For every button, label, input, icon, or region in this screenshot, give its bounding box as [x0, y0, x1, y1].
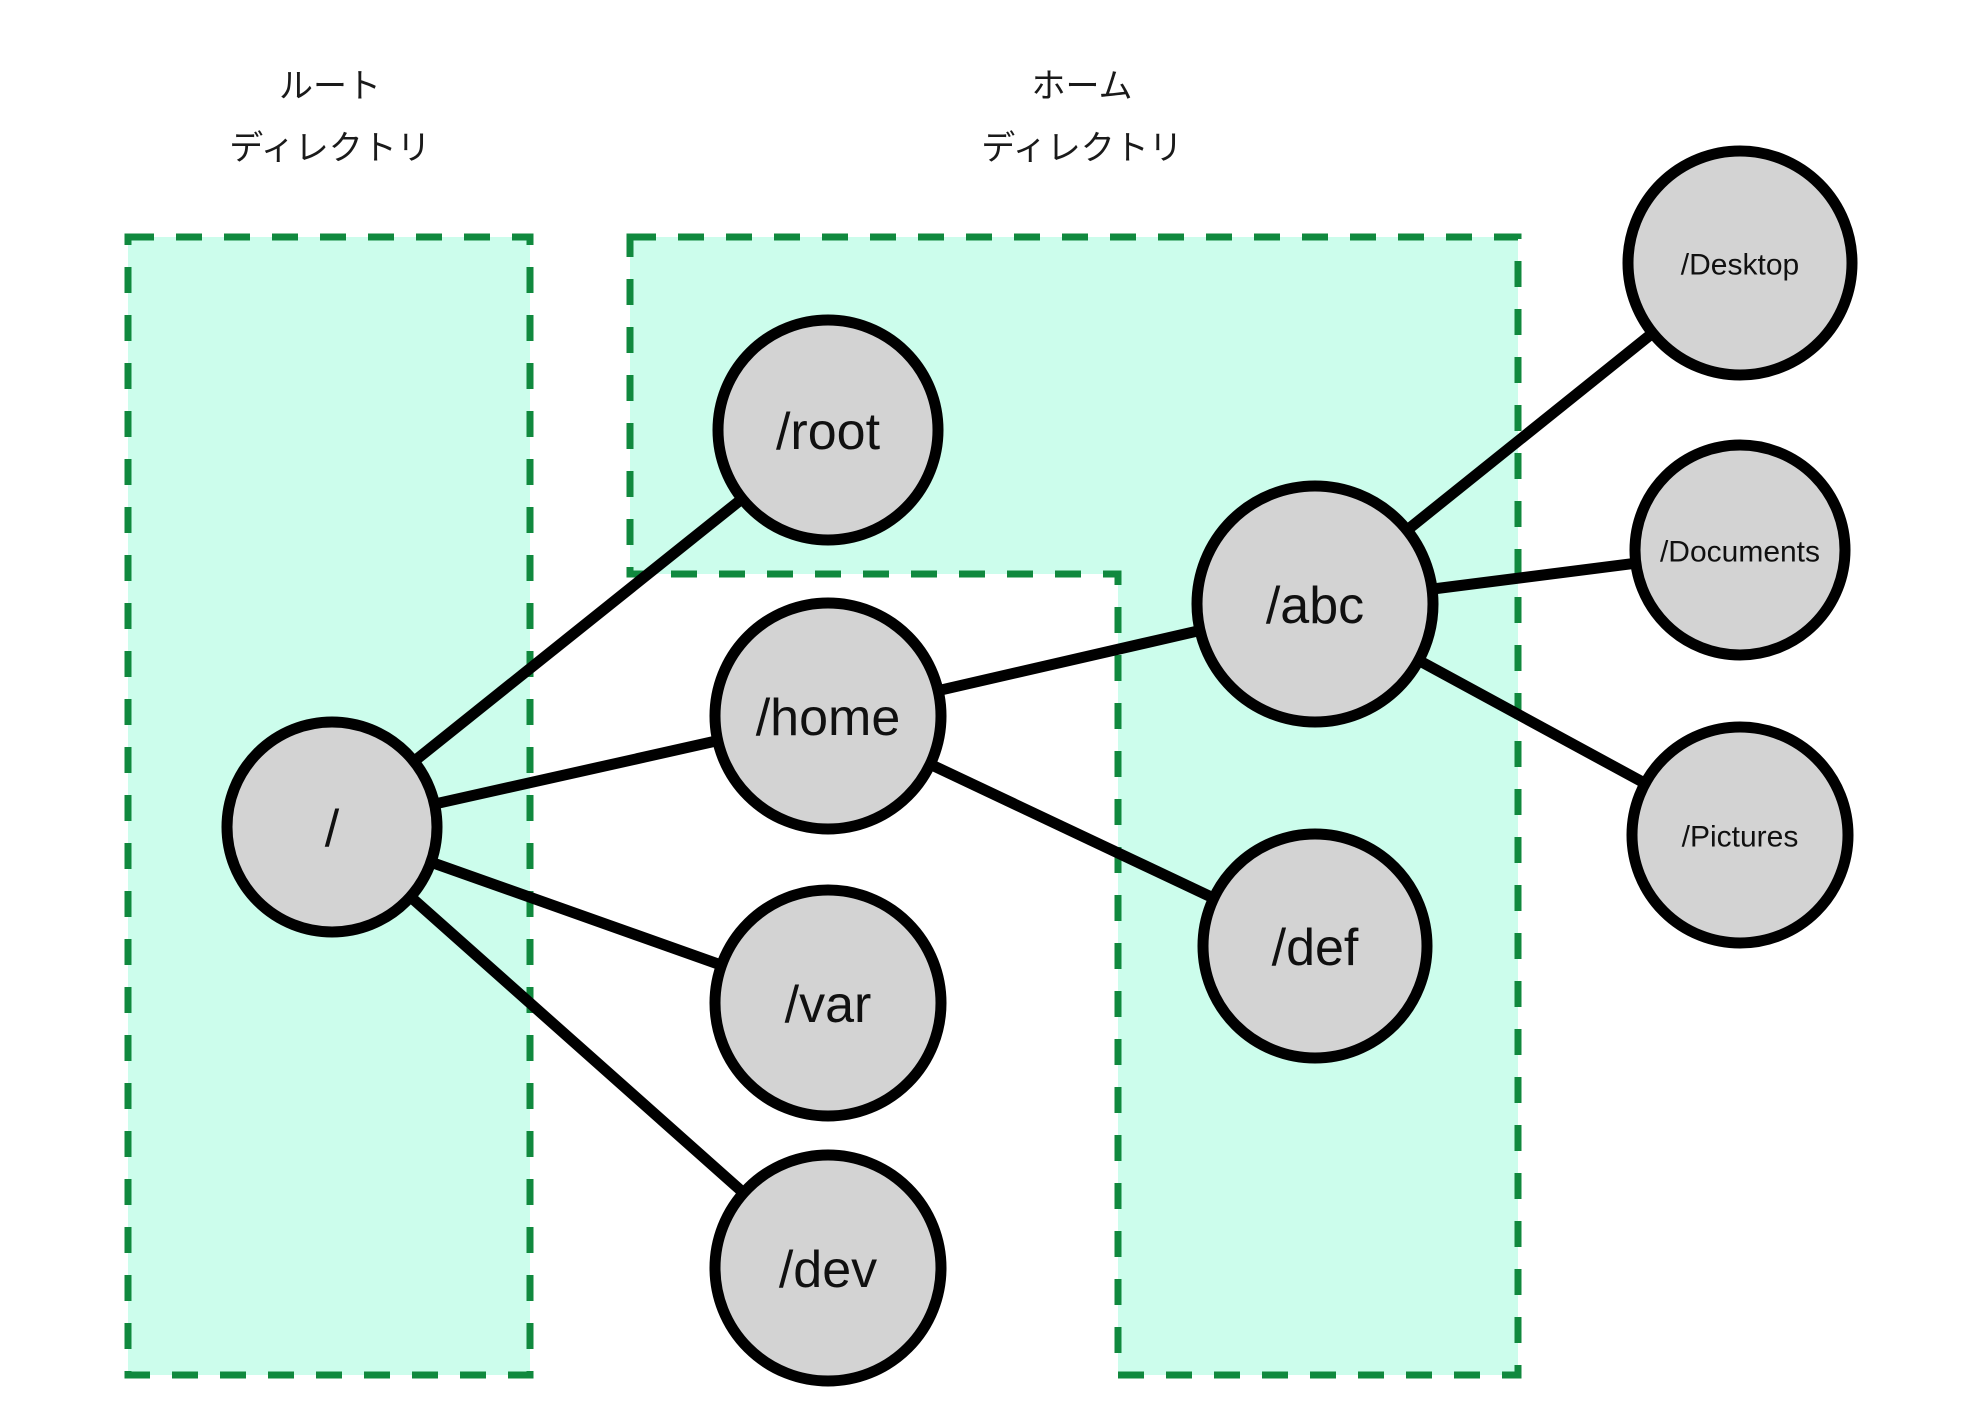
home-directory-label-line-1: ホーム: [1032, 67, 1133, 107]
node-pictures-label: /Pictures: [1682, 821, 1799, 854]
home-directory-region-dashed-border: [626, 233, 1522, 1379]
node-pictures-circle[interactable]: [1626, 721, 1854, 949]
node-root-label: /: [325, 800, 340, 858]
root-directory-label-line-2: ディレクトリ: [229, 129, 431, 169]
node-desktop[interactable]: /Desktop: [1622, 145, 1858, 381]
edge-root-dev: [403, 889, 751, 1200]
node-var-circle[interactable]: [709, 884, 947, 1122]
node-home-label: /home: [756, 689, 901, 747]
edge-home-def: [924, 757, 1220, 905]
node-abc-circle[interactable]: [1191, 480, 1439, 728]
node-desktop-circle[interactable]: [1622, 145, 1858, 381]
node-abc[interactable]: /abc: [1191, 480, 1439, 728]
node-documents-label: /Documents: [1660, 536, 1820, 569]
node-documents-circle[interactable]: [1629, 439, 1851, 661]
node-root-circle[interactable]: [221, 716, 443, 938]
root-directory-region-dashed-border: [124, 233, 534, 1379]
node-var[interactable]: /var: [709, 884, 947, 1122]
node-pictures[interactable]: /Pictures: [1626, 721, 1854, 949]
node-abc-label: /abc: [1266, 577, 1364, 635]
edge-layer: [403, 326, 1660, 1200]
node-var-label: /var: [785, 976, 872, 1034]
edge-root-var: [425, 855, 728, 972]
node-def-circle[interactable]: [1197, 828, 1433, 1064]
node-rootdir-circle[interactable]: [712, 314, 944, 546]
node-def-label: /def: [1272, 919, 1359, 977]
edge-root-rootdir: [407, 491, 749, 769]
home-directory-label-line-2: ディレクトリ: [981, 129, 1183, 169]
node-root[interactable]: /: [221, 716, 443, 938]
edge-home-abc: [932, 624, 1206, 697]
edge-abc-pictures: [1412, 653, 1652, 791]
node-dev-circle[interactable]: [709, 1149, 947, 1387]
root-directory-label-line-1: ルート: [279, 67, 381, 107]
node-def[interactable]: /def: [1197, 828, 1433, 1064]
node-layer: / /root/home/var/dev/abc/def/Desktop/Docu…: [221, 145, 1858, 1387]
node-desktop-label: /Desktop: [1681, 249, 1799, 282]
edge-root-home: [429, 734, 723, 811]
edge-abc-desktop: [1400, 326, 1660, 537]
node-rootdir[interactable]: /root: [712, 314, 944, 546]
node-dev-label: /dev: [779, 1241, 877, 1299]
node-home-circle[interactable]: [709, 597, 947, 835]
edge-abc-documents: [1427, 557, 1641, 596]
node-dev[interactable]: /dev: [709, 1149, 947, 1387]
node-home[interactable]: /home: [709, 597, 947, 835]
node-rootdir-label: /root: [776, 403, 881, 461]
node-documents[interactable]: /Documents: [1629, 439, 1851, 661]
